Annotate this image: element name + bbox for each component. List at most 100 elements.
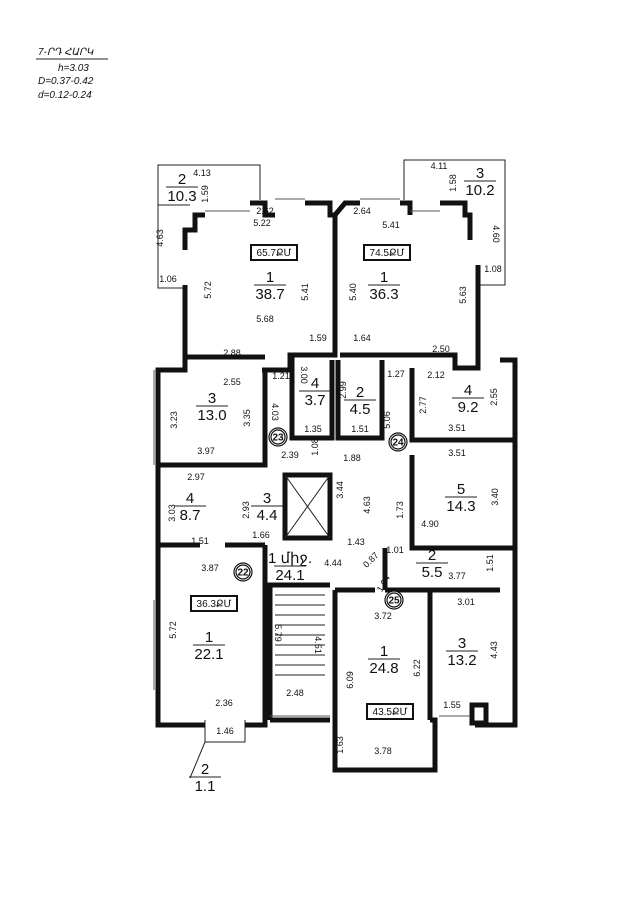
dimension-label: 2.48 (286, 688, 304, 698)
room-number: 3 (208, 390, 216, 407)
apartment-total-area: 36.3ՔՄ (197, 599, 232, 610)
dimension-label: 4.03 (270, 403, 280, 421)
dimension-label: 1.27 (387, 369, 405, 379)
plan-header: 7-ՐԴ ՀԱՐԿ h=3.03 D=0.37-0.42 d=0.12-0.24 (36, 47, 108, 101)
dimension-label: 2.55 (489, 388, 499, 406)
dimension-label: 3.40 (490, 488, 500, 506)
dimension-label: 2.12 (427, 370, 445, 380)
room-area: 3.7 (305, 392, 326, 409)
dimension-label: 4.44 (324, 558, 342, 568)
room-number: 2 (356, 384, 364, 401)
room-area: 10.3 (167, 188, 196, 205)
room-number: 5 (457, 481, 465, 498)
apartment-number: 24 (392, 438, 404, 449)
apartment-number: 25 (388, 596, 400, 607)
room-area: 22.1 (194, 646, 223, 663)
dimension-label: 5.68 (256, 314, 274, 324)
room-area: 10.2 (465, 182, 494, 199)
room-number: 1 (205, 629, 213, 646)
room-number: 4 (186, 490, 194, 507)
room-number: 2 (428, 547, 436, 564)
dimension-label: 1.06 (159, 274, 177, 284)
dimension-label: 3.00 (299, 366, 309, 384)
ceiling-height: h=3.03 (58, 63, 89, 74)
dimension-label: 3.72 (374, 611, 392, 621)
apartment-number-circle (235, 564, 251, 580)
dimension-label: 2.36 (215, 698, 233, 708)
room-number: 1 (266, 269, 274, 286)
dimension-label: 5.40 (348, 283, 358, 301)
dimension-label: 1.58 (448, 174, 458, 192)
dimension-label: 1.55 (443, 700, 461, 710)
dimension-label: 1.88 (343, 453, 361, 463)
room-number: 4 (311, 375, 319, 392)
dimension-label: 1.63 (335, 736, 345, 754)
room-area: 38.7 (255, 286, 284, 303)
dimension-label: 3.78 (374, 746, 392, 756)
dimension-label: 3.23 (169, 411, 179, 429)
room-area: 24.1 (275, 567, 304, 584)
room-number: 1 (380, 643, 388, 660)
dimension-label: 6.09 (345, 671, 355, 689)
room-area: 13.0 (197, 407, 226, 424)
stairs (275, 594, 325, 676)
dimension-label: 3.77 (448, 571, 466, 581)
room-area: 24.8 (369, 660, 398, 677)
dimension-label: 1.64 (353, 333, 371, 343)
room-number: 3 (263, 490, 271, 507)
room-area: 36.3 (369, 286, 398, 303)
room-number: 4 (464, 382, 472, 399)
room-number: 2 (201, 761, 209, 778)
dimension-label: 1.59 (309, 333, 327, 343)
apartment-number-circle (270, 429, 286, 445)
dimension-label: 4.90 (421, 519, 439, 529)
dimension-label: 3.03 (167, 504, 177, 522)
dimension-label: 3.44 (335, 481, 345, 499)
dimension-label: 5.41 (382, 220, 400, 230)
dimension-label: 1.35 (304, 424, 322, 434)
dimension-label: 5.63 (458, 286, 468, 304)
dimension-label: 1.46 (216, 726, 234, 736)
dimension-label: 1.21 (272, 371, 290, 381)
balcony-top-left-side (157, 205, 185, 289)
windows (153, 198, 470, 717)
walls (155, 200, 518, 773)
apartment-total-area: 74.5ՔՄ (370, 248, 405, 259)
dimension-label: 4.11 (431, 161, 448, 171)
dimension-label: 4.51 (313, 636, 323, 654)
dimension-label: 1.66 (252, 530, 270, 540)
dimension-label: 5.06 (382, 411, 392, 429)
inner-wall-thickness: d=0.12-0.24 (38, 90, 92, 101)
elevator-cross (284, 474, 331, 539)
dimension-label: 1.59 (200, 185, 210, 203)
dimension-label: 4.63 (362, 496, 372, 514)
room-number: 1 (380, 269, 388, 286)
dimension-label: 3.97 (197, 446, 215, 456)
dimension-label: 5.41 (300, 283, 310, 301)
dimension-label: 1.73 (395, 501, 405, 519)
dimension-label: 5.72 (203, 281, 213, 299)
dimension-label: 2.93 (241, 501, 251, 519)
room-area: 13.2 (447, 652, 476, 669)
balcony-leader-line (189, 741, 206, 779)
apartment-number-circle (386, 592, 402, 608)
dimension-label: 3.01 (457, 597, 475, 607)
room-area: 14.3 (446, 498, 475, 515)
room-area: 9.2 (458, 399, 479, 416)
outer-wall-thickness: D=0.37-0.42 (38, 76, 94, 87)
dimension-label: 2.88 (223, 348, 241, 358)
dimension-label: 3.51 (448, 448, 466, 458)
dimension-label: 0.87 (361, 550, 380, 569)
dimension-label: 1.51 (191, 536, 209, 546)
balcony-top-left (157, 164, 261, 206)
dimension-label: 4.60 (491, 225, 501, 243)
dimension-label: 2.64 (353, 206, 371, 216)
dimension-label: 4.13 (193, 168, 211, 178)
balcony-top-right (403, 159, 506, 286)
balcony-bottom-left (204, 720, 246, 743)
apartment-area-box (250, 244, 298, 261)
room-number: 3 (476, 165, 484, 182)
dimension-label: 2.97 (187, 472, 205, 482)
